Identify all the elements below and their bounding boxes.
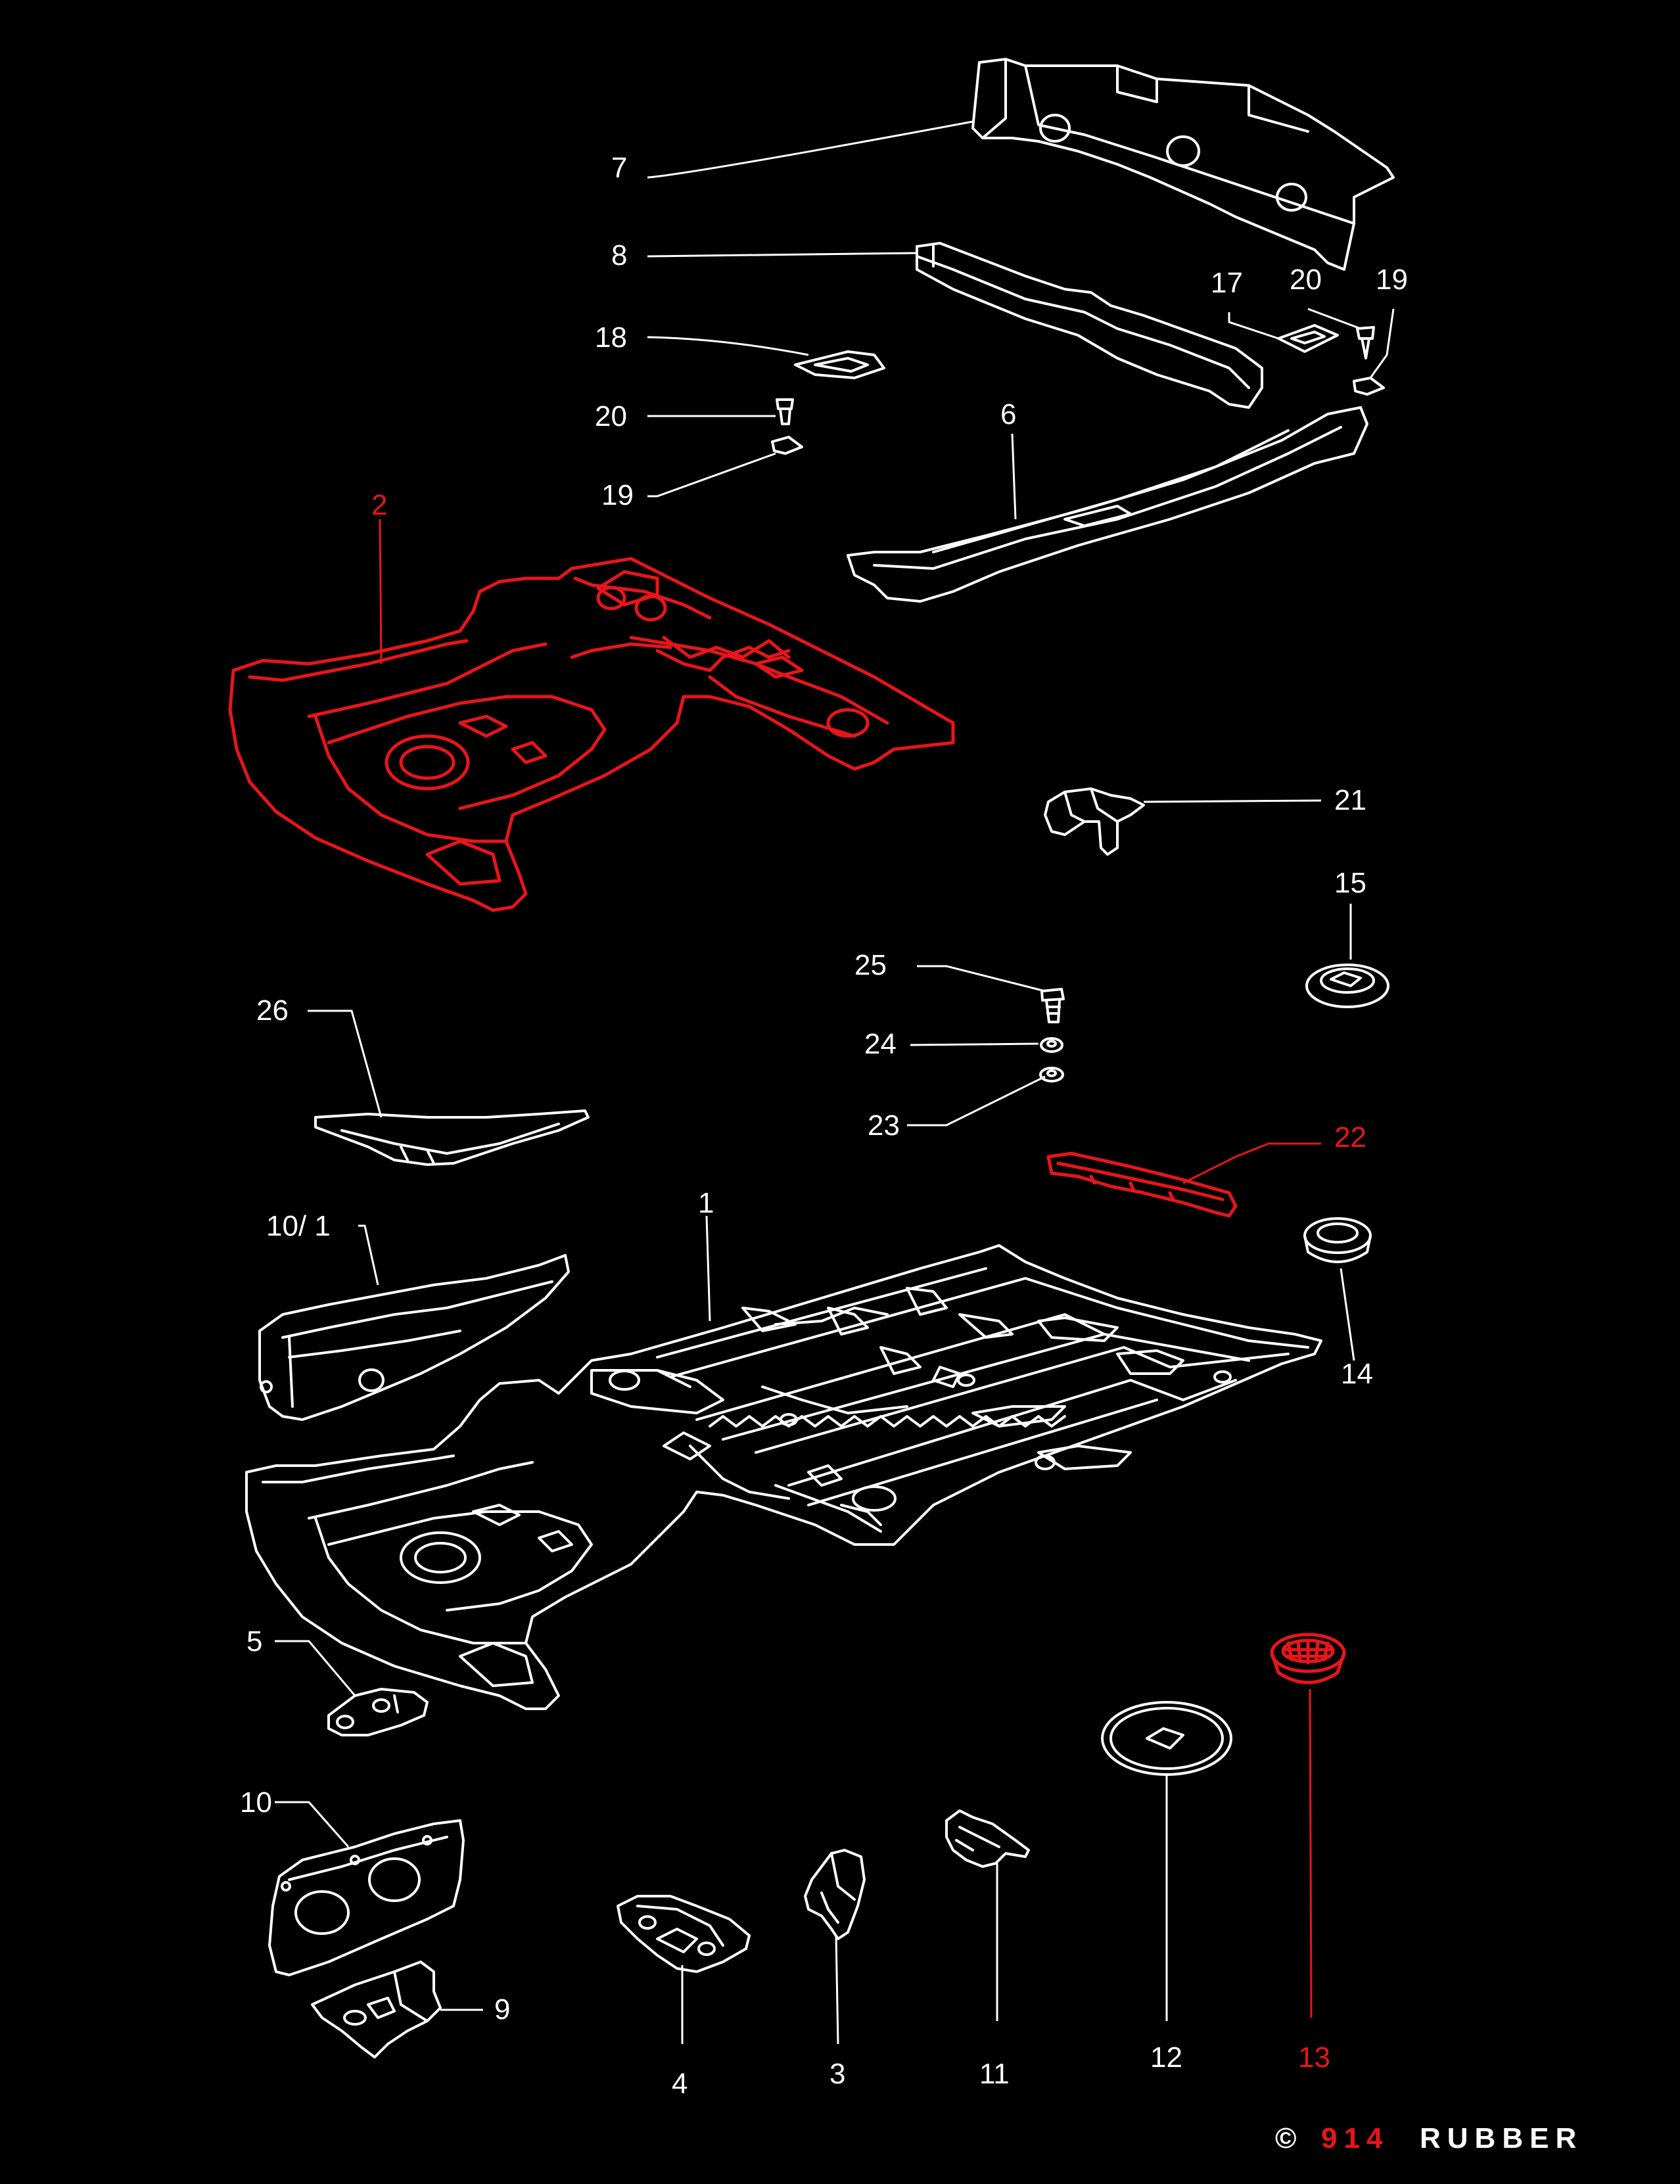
part-17-plate	[1277, 324, 1339, 353]
part-9-gusset	[311, 1961, 442, 2058]
label-part-6: 6	[1000, 398, 1016, 430]
label-part-19-left: 19	[601, 479, 634, 511]
label-part-13: 13	[1298, 2041, 1330, 2074]
label-part-14: 14	[1341, 1358, 1373, 1390]
part-2-floor-pan-highlighted	[228, 557, 955, 912]
part-12-disc-cover	[1101, 1701, 1232, 1776]
part-14-plug	[1303, 1217, 1372, 1263]
label-part-5: 5	[246, 1625, 262, 1658]
part-20-bolt-right	[1356, 326, 1375, 360]
label-part-11: 11	[979, 2058, 1010, 2090]
label-part-4: 4	[672, 2068, 688, 2100]
label-part-12: 12	[1150, 2041, 1182, 2074]
part-10-panel	[268, 1819, 465, 1976]
part-13-plug-highlighted	[1270, 1633, 1346, 1684]
part-7-rear-bulkhead	[971, 58, 1395, 271]
part-19-nut-left	[771, 436, 803, 455]
label-part-9: 9	[494, 1993, 510, 2026]
label-part-17: 17	[1211, 267, 1243, 299]
label-part-15: 15	[1334, 867, 1366, 899]
part-4-mount	[617, 1895, 751, 1973]
part-number-labels: 7 8 18 20 19 6 17 20 19 2 21 15 25 24 23…	[240, 152, 1408, 2100]
part-10-1-side-panel	[258, 1254, 570, 1421]
part-3-bracket	[804, 1849, 866, 1940]
label-part-22: 22	[1334, 1121, 1366, 1153]
part-8-cross-member	[916, 242, 1263, 409]
label-part-18: 18	[595, 321, 627, 354]
label-part-10-1: 10/ 1	[266, 1210, 331, 1242]
part-18-bracket	[794, 350, 885, 379]
label-part-21: 21	[1334, 784, 1366, 816]
part-24-washer	[1040, 1037, 1063, 1053]
part-1-floor-assembly	[245, 1244, 1322, 1710]
label-part-20-left: 20	[595, 400, 627, 432]
part-21-bracket	[1044, 787, 1145, 856]
label-part-3: 3	[829, 2058, 845, 2090]
part-25-bolt	[1040, 988, 1065, 1023]
label-part-19-right: 19	[1376, 264, 1408, 296]
label-part-1: 1	[698, 1187, 714, 1219]
part-19-nut-right	[1353, 377, 1385, 396]
label-part-7: 7	[611, 152, 627, 184]
leader-lines	[275, 120, 1395, 2045]
part-5-bracket	[327, 1688, 429, 1736]
brand-logo: © 914 RUBBER	[1275, 2122, 1583, 2154]
label-part-8: 8	[611, 239, 627, 271]
label-part-2: 2	[371, 489, 387, 521]
label-part-26: 26	[256, 994, 289, 1027]
label-part-24: 24	[864, 1028, 897, 1060]
label-part-25: 25	[854, 949, 887, 981]
label-part-20-right: 20	[1290, 264, 1322, 296]
part-11-clip	[945, 1809, 1030, 1868]
brand-name: RUBBER	[1420, 2122, 1583, 2154]
part-15-grommet	[1305, 964, 1389, 1008]
part-26-panel	[314, 1109, 590, 1166]
brand-number: 914	[1321, 2122, 1389, 2154]
part-6-long-rail	[847, 406, 1368, 603]
part-22-strip-highlighted	[1046, 1151, 1238, 1218]
part-23-washer	[1039, 1067, 1064, 1082]
brand-copyright-symbol: ©	[1275, 2122, 1303, 2154]
part-20-bolt-left	[776, 398, 794, 425]
label-part-23: 23	[868, 1109, 900, 1142]
label-part-10: 10	[240, 1786, 272, 1819]
